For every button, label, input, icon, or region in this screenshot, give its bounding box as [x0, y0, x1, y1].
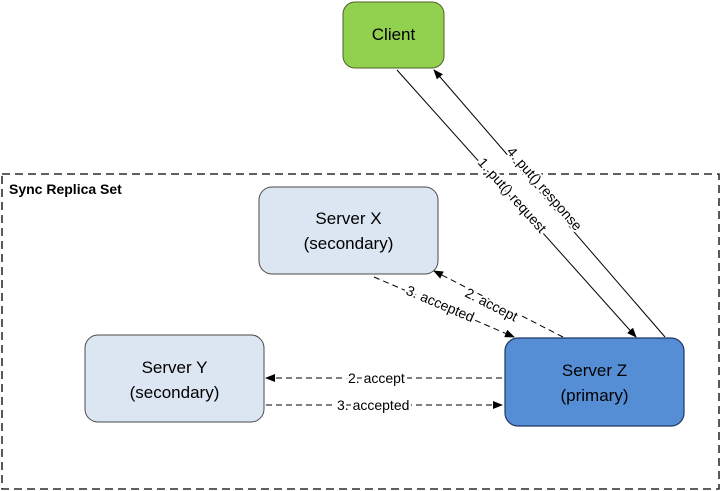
put-response-arrow — [433, 69, 666, 338]
accept-x-arrow — [433, 270, 564, 338]
accepted-x-label: 3. accepted — [404, 282, 477, 325]
accepted-y-label: 3. accepted — [337, 397, 409, 413]
put-request-label: 1. put() request — [475, 154, 550, 236]
accept-y-label: 2. accept — [348, 370, 405, 386]
server-x-box — [258, 186, 439, 275]
server-y-node[interactable]: Server Y (secondary) — [84, 334, 265, 423]
server-x-name: Server X — [315, 209, 381, 228]
server-y-name: Server Y — [142, 358, 208, 377]
accepted-x-arrow — [373, 276, 515, 338]
server-x-node[interactable]: Server X (secondary) — [258, 186, 439, 275]
server-z-role: (primary) — [561, 386, 629, 405]
server-x-role: (secondary) — [304, 234, 394, 253]
server-z-name: Server Z — [562, 361, 627, 380]
client-box — [342, 1, 445, 69]
put-request-arrow — [396, 69, 637, 338]
server-z-node[interactable]: Server Z (primary) — [504, 337, 685, 427]
server-y-role: (secondary) — [130, 383, 220, 402]
server-z-box — [504, 337, 685, 427]
replica-set-boundary — [1, 173, 720, 490]
server-y-box — [84, 334, 265, 423]
client-node[interactable]: Client — [342, 1, 445, 69]
client-label: Client — [372, 25, 416, 44]
replica-set-label: Sync Replica Set — [9, 181, 122, 197]
